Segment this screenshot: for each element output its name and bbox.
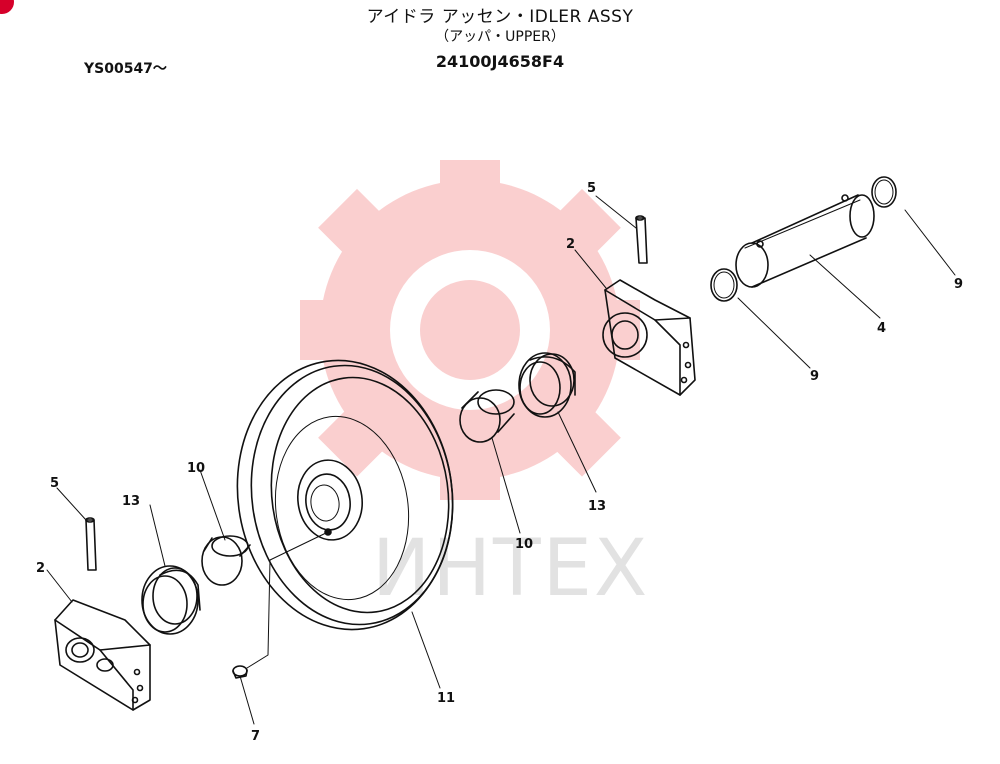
part-number: 24100J4658F4 (435, 52, 565, 71)
pin-right (635, 215, 648, 264)
watermark-text: ИНТЕХ (372, 524, 649, 614)
callout-10-left: 10 (187, 461, 205, 476)
bracket-left (54, 599, 151, 711)
callout-10-right: 10 (515, 537, 533, 552)
callout-13-left: 13 (122, 494, 140, 509)
callout-9-left: 9 (810, 369, 819, 384)
pin-left (85, 517, 97, 571)
bracket-right (602, 279, 696, 396)
idler-wheel (236, 359, 454, 631)
serial-range: YS00547～ (84, 61, 167, 77)
o-ring-right (871, 176, 897, 208)
assembly-title: アイドラ アッセン・IDLER ASSY (366, 7, 634, 27)
callout-5-right: 5 (587, 181, 596, 196)
callout-4: 4 (877, 321, 886, 336)
callout-5-left: 5 (50, 476, 59, 491)
callout-7: 7 (251, 729, 260, 744)
bushing-right (459, 389, 515, 443)
callout-2-right: 2 (566, 237, 575, 252)
callout-9-right: 9 (954, 277, 963, 292)
assembly-subtitle: （アッパ・UPPER） (435, 29, 565, 45)
bushing-left (201, 535, 251, 586)
watermark-gear-logo (300, 160, 640, 500)
o-ring-left (710, 268, 738, 302)
callout-11: 11 (437, 691, 455, 706)
leader-plug (246, 531, 329, 669)
floating-seal-left (141, 565, 201, 635)
callout-13-right: 13 (588, 499, 606, 514)
callout-2-left: 2 (36, 561, 45, 576)
idler-shaft (735, 194, 875, 288)
floating-seal-right (518, 352, 576, 418)
leader-lines (46, 195, 956, 725)
